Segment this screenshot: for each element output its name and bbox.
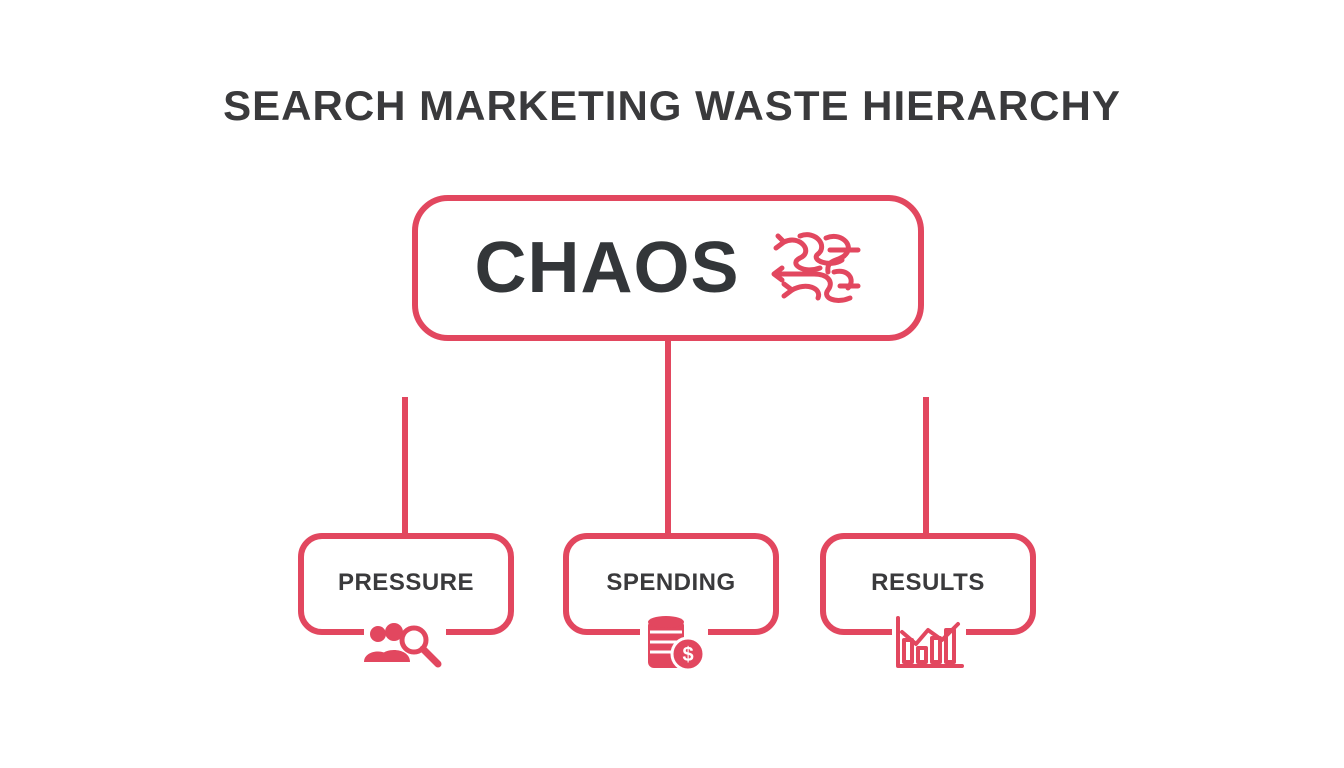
svg-text:$: $ (682, 644, 693, 666)
diagram-title: SEARCH MARKETING WASTE HIERARCHY (223, 82, 1121, 129)
child-node-label: SPENDING (606, 569, 736, 596)
connector-pressure (402, 397, 408, 533)
child-node-label: PRESSURE (337, 569, 475, 596)
people-search-icon (364, 618, 446, 670)
root-node-chaos: CHAOS (412, 195, 924, 341)
root-node-label: CHAOS (474, 228, 740, 308)
child-node-label: RESULTS (871, 569, 985, 596)
connector-root-to-spending (665, 341, 671, 533)
tangled-arrows-icon (770, 228, 862, 308)
coin-stack-dollar-icon: $ (640, 614, 708, 674)
bar-chart-icon (892, 614, 966, 672)
connector-results (923, 397, 929, 533)
